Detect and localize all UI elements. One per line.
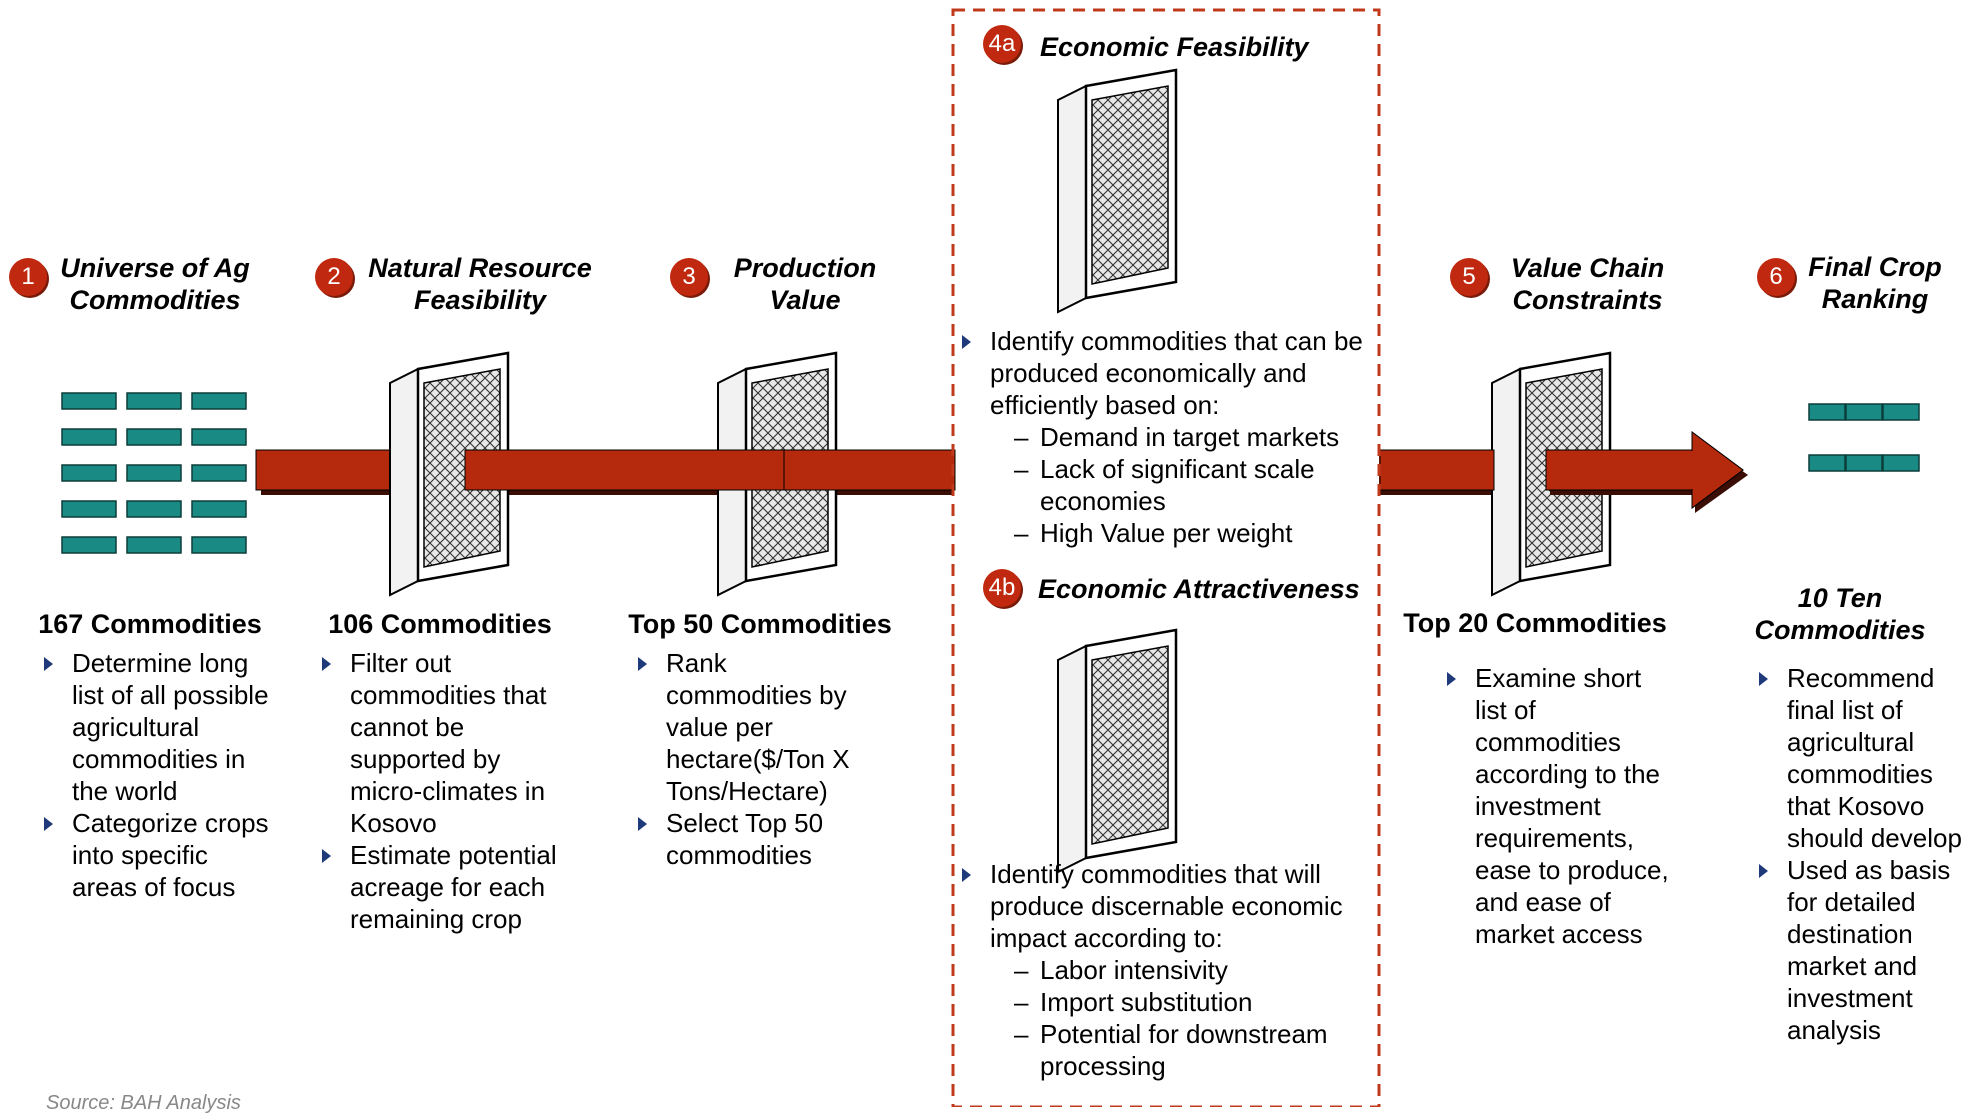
commodity-tile-icon (61, 464, 117, 482)
commodity-tile-icon (61, 536, 117, 554)
step-title: Value Chain Constraints (1490, 252, 1685, 316)
step-title-line: Feasibility (413, 285, 547, 315)
bullet-item: Examine short list of commodities accord… (1443, 662, 1678, 950)
step-bullets: Filter out commodities that cannot be su… (318, 647, 558, 935)
step-bullets: Identify commodities that can be produce… (958, 325, 1368, 549)
step-title: Economic Attractiveness (1038, 574, 1360, 604)
commodity-tile-icon (191, 464, 247, 482)
commodity-tile-icon (61, 392, 117, 410)
step-bullets: Recommend final list of agricultural com… (1755, 662, 1965, 1046)
bullet-item: Used as basis for detailed destination m… (1755, 854, 1965, 1046)
bullet-item: Identify commodities that can be produce… (958, 325, 1368, 549)
commodity-tile-icon (1808, 403, 1846, 421)
bullet-item: Categorize crops into specific areas of … (40, 807, 280, 903)
bullet-text: Identify commodities that can be produce… (990, 326, 1363, 420)
commodity-tile-icon (126, 428, 182, 446)
dash-item: Demand in target markets (1014, 421, 1368, 453)
step-count: Top 20 Commodities (1403, 608, 1667, 638)
step-title-line: Value Chain (1510, 253, 1665, 283)
source-note: Source: BAH Analysis (46, 1092, 241, 1114)
step-badge: 4b (983, 569, 1021, 607)
step-title-line: Natural Resource (368, 253, 592, 283)
step-badge: 4a (983, 25, 1021, 63)
dash-item: Lack of significant scale economies (1014, 453, 1368, 517)
bullet-item: Recommend final list of agricultural com… (1755, 662, 1965, 854)
step-bullets: Identify commodities that will produce d… (958, 858, 1373, 1082)
step-badge: 5 (1450, 258, 1488, 296)
commodity-tile-icon (126, 536, 182, 554)
step-title: Production Value (700, 252, 910, 316)
step-count: 10 Ten Commodities (1740, 582, 1940, 646)
step-bullets: Rank commodities by value per hectare($/… (634, 647, 864, 871)
commodity-tile-icon (1882, 454, 1920, 472)
step-bullets: Examine short list of commodities accord… (1443, 662, 1678, 950)
commodity-tile-icon (1882, 403, 1920, 421)
commodity-tile-icon (1845, 403, 1883, 421)
bullet-text: Identify commodities that will produce d… (990, 859, 1343, 953)
step-title-line: Constraints (1512, 285, 1663, 315)
commodity-tile-icon (191, 392, 247, 410)
commodity-grid-10 (1808, 403, 1920, 472)
step-badge: 3 (670, 258, 708, 296)
dash-item: Import substitution (1014, 986, 1373, 1018)
step-badge: 1 (9, 258, 47, 296)
step-count-line: Commodities (1754, 615, 1926, 645)
dash-item: Labor intensivity (1014, 954, 1373, 986)
flow-arrow-segment (1379, 449, 1495, 491)
step-title-line: Final Crop (1808, 252, 1942, 282)
dash-list: Labor intensivity Import substitution Po… (990, 954, 1373, 1082)
dash-item: High Value per weight (1014, 517, 1368, 549)
step-title-line: Production (733, 253, 877, 283)
step-bullets: Determine long list of all possible agri… (40, 647, 280, 903)
commodity-tile-icon (126, 392, 182, 410)
commodity-grid-167 (61, 392, 247, 554)
commodity-tile-icon (61, 428, 117, 446)
commodity-tile-icon (1845, 454, 1883, 472)
step-title-line: Universe of Ag (60, 253, 250, 283)
bullet-item: Filter out commodities that cannot be su… (318, 647, 558, 839)
screen-filter-icon (1056, 68, 1178, 314)
bullet-item: Determine long list of all possible agri… (40, 647, 280, 807)
bullet-item: Rank commodities by value per hectare($/… (634, 647, 864, 807)
step-badge: 6 (1757, 258, 1795, 296)
bullet-item: Identify commodities that will produce d… (958, 858, 1373, 1082)
commodity-tile-icon (191, 536, 247, 554)
step-title: Natural Resource Feasibility (360, 252, 600, 316)
bullet-item: Select Top 50 commodities (634, 807, 864, 871)
commodity-tile-icon (126, 500, 182, 518)
dash-list: Demand in target markets Lack of signifi… (990, 421, 1368, 549)
step-title-line: Value (769, 285, 841, 315)
flow-arrow-head (1545, 431, 1744, 509)
dash-item: Potential for downstream processing (1014, 1018, 1373, 1082)
commodity-tile-icon (191, 500, 247, 518)
flow-arrow-segment (783, 449, 956, 491)
step-count-line: 10 Ten (1797, 583, 1883, 613)
bullet-item: Estimate potential acreage for each rema… (318, 839, 558, 935)
screen-filter-icon (1056, 628, 1178, 874)
commodity-tile-icon (191, 428, 247, 446)
commodity-tile-icon (1808, 454, 1846, 472)
step-title-line: Ranking (1821, 284, 1929, 314)
step-title: Economic Feasibility (1040, 32, 1309, 62)
step-title: Final Crop Ranking (1795, 251, 1955, 315)
commodity-tile-icon (126, 464, 182, 482)
step-badge: 2 (315, 258, 353, 296)
step-title-line: Commodities (69, 285, 241, 315)
step-count: Top 50 Commodities (628, 609, 892, 639)
step-count: 106 Commodities (328, 609, 552, 639)
step-count: 167 Commodities (38, 609, 262, 639)
step-title: Universe of Ag Commodities (40, 252, 270, 316)
commodity-tile-icon (61, 500, 117, 518)
